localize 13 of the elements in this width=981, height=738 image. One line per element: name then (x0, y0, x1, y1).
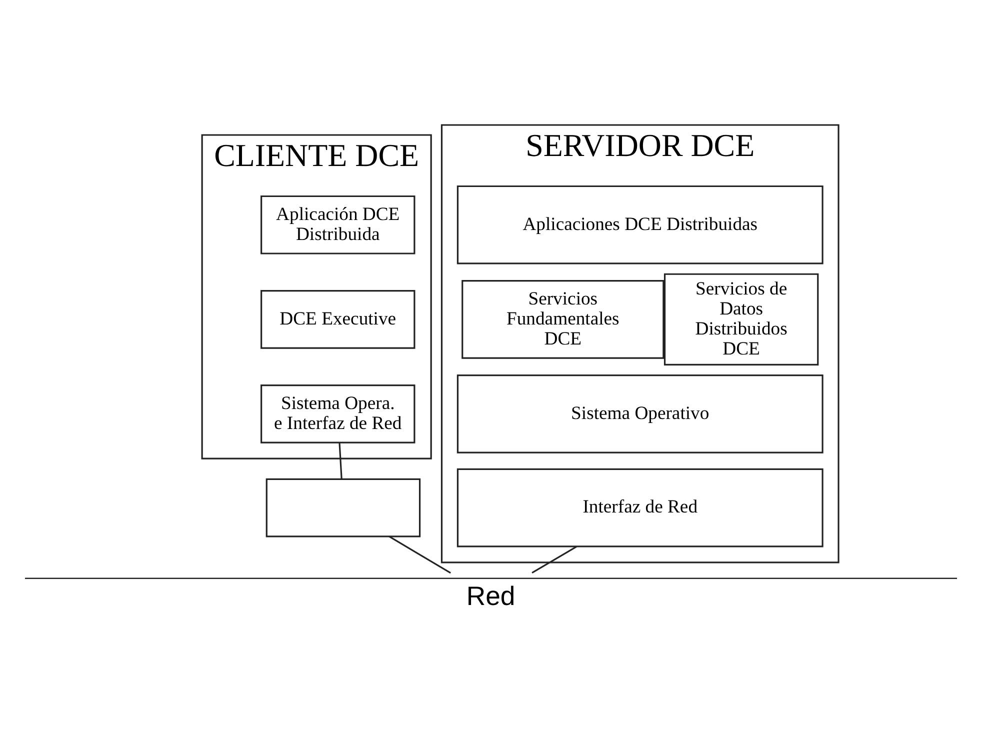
node-box: Aplicaciones DCE Distribuidas (456, 185, 823, 264)
node-text: Red (466, 581, 515, 612)
node-box: Interfaz de Red (456, 468, 823, 548)
connector (338, 442, 342, 480)
node-box: Sistema Opera. e Interfaz de Red (260, 384, 415, 444)
node-box: Aplicación DCE Distribuida (260, 195, 415, 254)
connector (531, 546, 576, 574)
node-box: DCE Executive (260, 290, 415, 349)
node-box: Sistema Operativo (456, 374, 823, 454)
node-box: Servicios Fundamentales DCE (461, 280, 664, 359)
node-box: Servicios de Datos Distribuidos DCE (663, 273, 818, 366)
connector (388, 536, 450, 574)
node-box (265, 478, 420, 538)
